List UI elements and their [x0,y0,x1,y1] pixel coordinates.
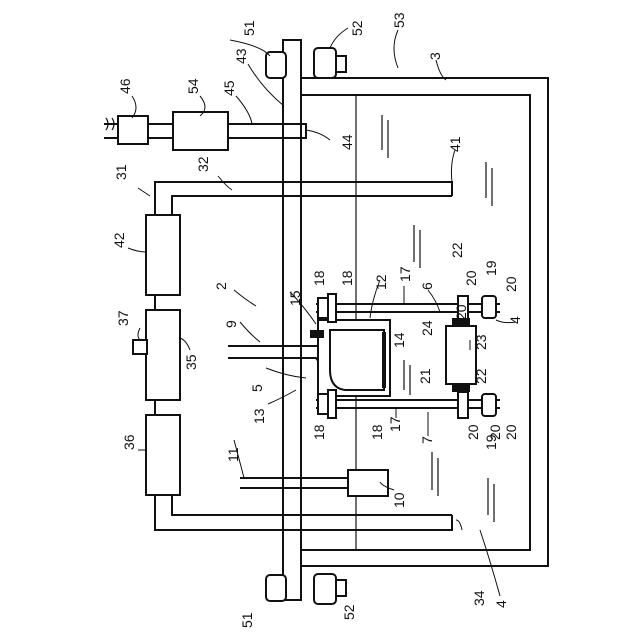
liquid-marks [382,115,494,522]
label-32: 32 [195,156,211,172]
label-21: 21 [417,368,433,384]
label-46: 46 [117,78,133,94]
clamp-bottom [266,574,346,604]
label-36: 36 [121,434,137,450]
label-18b: 18 [339,270,355,286]
label-37: 37 [115,310,131,326]
label-5: 5 [249,384,265,392]
label-11: 11 [225,447,241,462]
label-12: 12 [373,274,389,290]
label-4b: 4 [493,600,509,608]
label-18c: 18 [311,424,327,440]
label-52a: 52 [349,20,365,36]
unit-35 [133,310,180,400]
label-17a: 17 [397,266,413,282]
upper-rod [316,294,500,322]
label-18d: 18 [369,424,385,440]
label-23: 23 [473,334,489,350]
label-43: 43 [233,48,249,64]
label-19a: 19 [483,260,499,276]
label-31: 31 [113,164,129,180]
rod-11 [240,470,388,496]
label-42: 42 [111,232,127,248]
label-20e: 20 [487,424,503,440]
label-10: 10 [391,492,407,508]
label-3: 3 [427,52,443,60]
unit-36 [146,415,180,495]
label-7: 7 [419,436,435,444]
label-53: 53 [391,12,407,28]
label-51a: 51 [241,20,257,36]
label-20f: 20 [503,424,519,440]
label-20d: 20 [465,424,481,440]
label-41: 41 [447,136,463,152]
label-52b: 52 [341,604,357,620]
gas-line [104,112,306,150]
holder-assembly [310,320,390,396]
unit-42 [146,215,180,295]
label-6: 6 [419,282,435,290]
label-22b: 22 [473,368,489,384]
label-34: 34 [471,590,487,606]
label-24: 24 [419,320,435,336]
clamp-top [266,48,346,78]
label-20a: 20 [463,270,479,286]
label-20c: 20 [453,304,469,320]
label-54: 54 [185,78,201,94]
label-44: 44 [339,134,355,150]
label-4a: 4 [507,316,523,324]
label-17b: 17 [387,416,403,432]
label-14: 14 [391,332,407,348]
label-22a: 22 [449,242,465,258]
label-13: 13 [251,408,267,424]
label-9: 9 [223,320,239,328]
label-20b: 20 [503,276,519,292]
label-45: 45 [221,80,237,96]
label-18a: 18 [311,270,327,286]
label-51b: 51 [239,612,255,628]
label-2: 2 [213,282,229,290]
label-15: 15 [287,290,303,306]
label-35: 35 [183,354,199,370]
